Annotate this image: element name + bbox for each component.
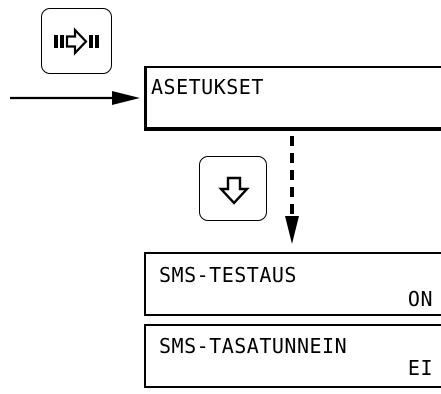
option-label: SMS-TESTAUS [159,263,297,287]
menu-key-button[interactable] [41,8,112,74]
entry-arrowhead [112,91,140,105]
main-display: ASETUKSET [144,66,441,131]
dashed-down-arrowhead [285,216,299,244]
menu-enter-icon [54,27,99,56]
option-display-sms-tasatunnein: SMS-TASATUNNEIN EI [144,324,441,388]
down-arrow-icon [218,176,250,205]
option-value: EI [407,356,433,380]
option-display-sms-testaus: SMS-TESTAUS ON [144,252,441,316]
main-display-line1: ASETUKSET [151,75,264,99]
down-key-button[interactable] [199,156,267,221]
option-value: ON [407,287,433,311]
option-label: SMS-TASATUNNEIN [159,334,348,358]
